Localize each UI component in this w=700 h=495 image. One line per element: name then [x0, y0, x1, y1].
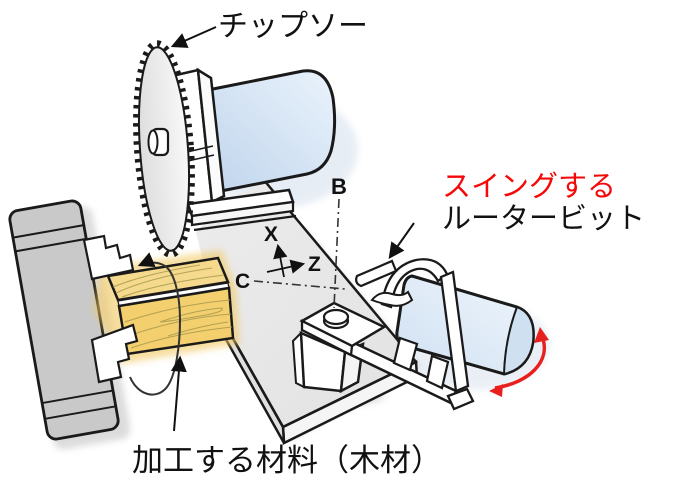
saw-leader-arrow: [170, 26, 217, 48]
x-axis-arrow: [273, 243, 288, 278]
wood-top-face: [106, 256, 230, 302]
swing-arrow-head-top: [534, 327, 549, 343]
wood-grain: [112, 264, 233, 349]
pivot-plate-edge: [300, 319, 354, 357]
pivot-pin: [322, 308, 350, 330]
router-cradle-rung-2: [425, 354, 450, 390]
router-bracket-strap: [380, 258, 449, 309]
saw-base-plate-edge: [190, 200, 295, 227]
router-bit: [355, 259, 398, 288]
router-collet: [370, 290, 414, 307]
x-axis-label: X: [264, 223, 278, 246]
material-leader-arrow: [170, 355, 187, 432]
saw-arbor: [147, 127, 170, 157]
chuck-jaw-upper: [82, 234, 135, 281]
c-axis-label: C: [235, 270, 250, 293]
axes: B X Z C: [235, 174, 347, 309]
chuck-jaw-lower: [90, 323, 139, 384]
swing-arm-foot: [446, 387, 475, 411]
z-axis-arrow: [266, 259, 306, 274]
router-assembly: [291, 258, 535, 411]
router-cradle-rung-1: [392, 336, 419, 372]
router-motor-cap: [502, 305, 535, 376]
saw-teeth-ring: [133, 40, 195, 258]
swing-arrow-head-bottom: [489, 384, 503, 397]
z-axis-label: Z: [308, 253, 321, 276]
saw-mount-side: [196, 67, 226, 204]
swing-label-red: スイングする: [442, 169, 616, 203]
saw-label: チップソー: [218, 9, 368, 44]
b-axis-label: B: [331, 174, 347, 199]
b-axis-line: [333, 198, 340, 309]
router-leader-arrow: [388, 222, 415, 259]
c-rotation-arrow: [129, 252, 182, 396]
chuck-jaws: [82, 234, 139, 384]
leader-arrows: [170, 26, 415, 432]
material-label: 加工する材料（木材）: [132, 443, 442, 479]
swing-label-black: ルータービット: [442, 201, 645, 235]
router-bracket-leg: [439, 270, 470, 393]
c-axis-line: [253, 280, 346, 290]
swing-arrow: [489, 327, 549, 397]
